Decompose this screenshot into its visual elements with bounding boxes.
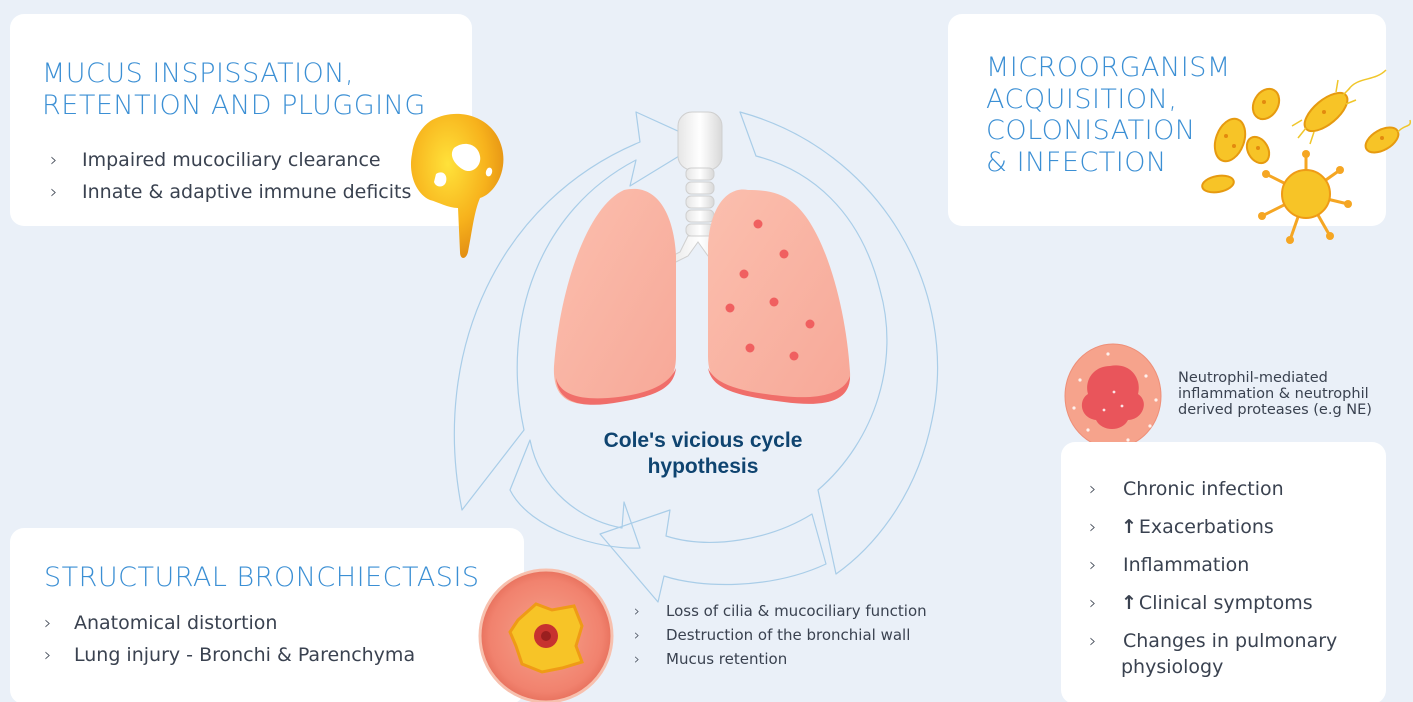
chevron-right-icon: › xyxy=(1089,590,1097,616)
list-item: › Changes in pulmonary physiology xyxy=(1089,628,1339,680)
bronchial-effects-list: › Loss of cilia & mucociliary function › D… xyxy=(634,601,927,673)
list-item: › Anatomical distortion xyxy=(40,610,415,642)
cycle-arrow-bottom xyxy=(600,510,826,602)
chevron-right-icon: › xyxy=(50,179,58,205)
mucus-title-line: MUCUS INSPISSATION, xyxy=(42,58,426,90)
list-item: › Innate & adaptive immune deficits xyxy=(42,179,411,211)
neutrophil-caption-line: inflammation & neutrophil xyxy=(1178,386,1410,402)
right-lung xyxy=(708,189,850,403)
cycle-label-line: hypothesis xyxy=(560,454,846,480)
list-item: › Chronic infection xyxy=(1089,476,1339,514)
chevron-right-icon: › xyxy=(634,601,640,621)
mucus-bullets: › Impaired mucociliary clearance › Innate … xyxy=(42,147,411,211)
outcome-text: Changes in pulmonary physiology xyxy=(1121,630,1337,678)
outcomes-bullets: ›Chronic infection ›↑Exacerbations ›Infl… xyxy=(1089,476,1339,680)
up-arrow-icon: ↑ xyxy=(1121,516,1137,538)
outcome-text: Exacerbations xyxy=(1139,516,1274,538)
bronchus-cross-section xyxy=(478,568,618,702)
neutrophil-caption-line: Neutrophil-mediated xyxy=(1178,370,1410,386)
bronchial-effect-text: Loss of cilia & mucociliary function xyxy=(666,602,927,620)
outcome-text: Clinical symptoms xyxy=(1139,592,1313,614)
chevron-right-icon: › xyxy=(634,625,640,645)
chevron-right-icon: › xyxy=(1089,476,1097,502)
chevron-right-icon: › xyxy=(634,649,640,669)
outcome-text: Chronic infection xyxy=(1123,478,1284,500)
list-item: › Inflammation xyxy=(1089,552,1339,590)
outcomes-card: ›Chronic infection ›↑Exacerbations ›Infl… xyxy=(1061,442,1386,702)
left-lung xyxy=(554,189,676,405)
chevron-right-icon: › xyxy=(44,610,52,636)
bronchial-effect-text: Destruction of the bronchial wall xyxy=(666,626,910,644)
virus-icon xyxy=(1258,150,1352,244)
cycle-label-line: Cole's vicious cycle xyxy=(560,428,846,454)
mucus-bullet-text: Innate & adaptive immune deficits xyxy=(82,181,411,203)
structural-card: STRUCTURAL BRONCHIECTASIS › Anatomical di… xyxy=(10,528,524,702)
up-arrow-icon: ↑ xyxy=(1121,592,1137,614)
lungs-illustration xyxy=(548,106,858,416)
chevron-right-icon: › xyxy=(50,147,58,173)
microbes-illustration xyxy=(1178,66,1413,258)
mucus-title-line: RETENTION AND PLUGGING xyxy=(42,90,426,122)
list-item: › ↑Clinical symptoms xyxy=(1089,590,1339,628)
chevron-right-icon: › xyxy=(1089,628,1097,654)
outcome-text: Inflammation xyxy=(1123,554,1249,576)
neutrophil-caption-line: derived proteases (e.g NE) xyxy=(1178,402,1410,418)
neutrophil-caption: Neutrophil-mediated inflammation & neutr… xyxy=(1178,370,1410,419)
cycle-label: Cole's vicious cycle hypothesis xyxy=(560,428,846,479)
structural-bullet-text: Lung injury - Bronchi & Parenchyma xyxy=(74,644,415,666)
bacterium-icon xyxy=(1248,84,1285,124)
chevron-right-icon: › xyxy=(1089,514,1097,540)
mucus-bullet-text: Impaired mucociliary clearance xyxy=(82,149,381,171)
list-item: › Destruction of the bronchial wall xyxy=(634,625,927,649)
neutrophil-illustration xyxy=(1058,340,1168,450)
bacterium-icon xyxy=(1209,115,1250,166)
list-item: › Lung injury - Bronchi & Parenchyma xyxy=(40,642,415,674)
list-item: › Mucus retention xyxy=(634,649,927,673)
structural-title: STRUCTURAL BRONCHIECTASIS xyxy=(44,562,480,594)
structural-bullets: › Anatomical distortion › Lung injury - Br… xyxy=(40,610,415,674)
chevron-right-icon: › xyxy=(1089,552,1097,578)
mucus-title: MUCUS INSPISSATION, RETENTION AND PLUGGI… xyxy=(42,58,426,123)
bronchial-effect-text: Mucus retention xyxy=(666,650,787,668)
chevron-right-icon: › xyxy=(44,642,52,668)
structural-bullet-text: Anatomical distortion xyxy=(74,612,277,634)
bacterium-icon xyxy=(1201,173,1235,194)
list-item: › ↑Exacerbations xyxy=(1089,514,1339,552)
trachea xyxy=(678,112,722,170)
list-item: › Loss of cilia & mucociliary function xyxy=(634,601,927,625)
mucus-card: MUCUS INSPISSATION, RETENTION AND PLUGGI… xyxy=(10,14,472,226)
list-item: › Impaired mucociliary clearance xyxy=(42,147,411,179)
mucus-drip-illustration xyxy=(408,108,508,260)
